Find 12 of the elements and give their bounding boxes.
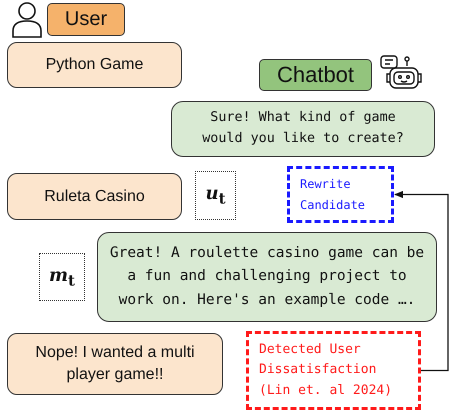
- rewrite-box: Rewrite Candidate: [287, 166, 394, 223]
- bot-message-bubble: Sure! What kind of game would you like to create?: [171, 101, 435, 157]
- detection-box: Detected User Dissatisfaction (Lin et. al 2024): [246, 331, 421, 410]
- role-label: Chatbot: [259, 59, 372, 91]
- arrow: [394, 190, 449, 372]
- role-label: User: [47, 3, 125, 36]
- user-message-bubble: Ruleta Casino: [7, 173, 182, 220]
- user-message-bubble: Python Game: [7, 42, 182, 88]
- symbol-box: m$_{t}$: [39, 253, 85, 301]
- user-message-bubble: Nope! I wanted a multi player game!!: [7, 333, 223, 395]
- bot-message-bubble: Great! A roulette casino game can be a fun and challenging project to work on. Here's an example code ….: [97, 232, 437, 322]
- symbol-box: u$_{t}$: [195, 171, 236, 220]
